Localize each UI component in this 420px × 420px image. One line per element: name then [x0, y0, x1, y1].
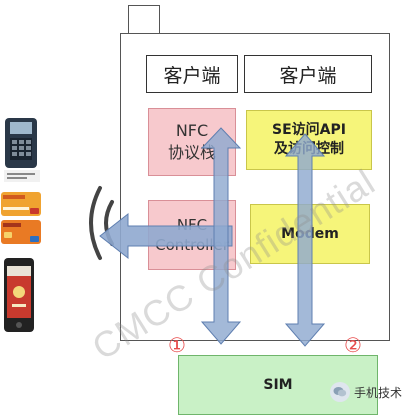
- sim-label: SIM: [263, 377, 293, 393]
- phone-top-tab: [128, 5, 160, 35]
- client-box-left: 客户端: [146, 55, 238, 93]
- client-label-left: 客户端: [163, 64, 221, 87]
- se-api-line1: SE访问API: [272, 122, 346, 139]
- arrow-controller-to-reader: [99, 212, 233, 260]
- client-label-right: 客户端: [279, 64, 337, 87]
- arrow-left-vertical: [200, 127, 242, 345]
- pos-terminal-icon: [4, 118, 40, 182]
- nfc-stack-line1: NFC: [175, 121, 209, 141]
- wechat-badge-icon: [330, 382, 350, 402]
- interface-number-1: ①: [168, 333, 186, 357]
- badge-label: 手机技术: [354, 385, 403, 400]
- phone-device-icon: [4, 258, 34, 332]
- interface-number-2: ②: [344, 333, 362, 357]
- arrow-right-vertical: [284, 133, 326, 347]
- bank-card-icon: [1, 192, 41, 244]
- client-box-right: 客户端: [244, 55, 372, 93]
- wechat-badge: 手机技术: [330, 382, 402, 402]
